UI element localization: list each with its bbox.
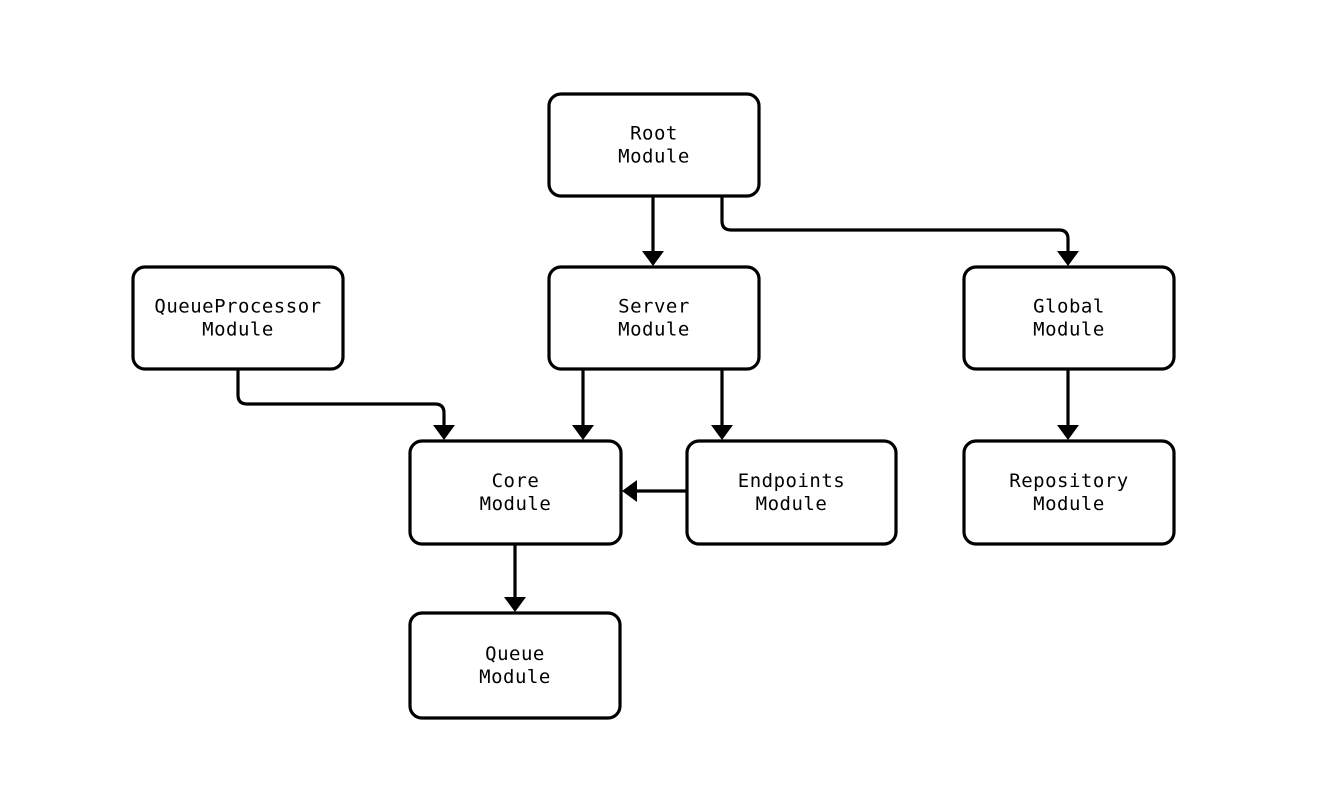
queueprocessor-module-node-label-line2: Module [202,319,274,341]
edges-layer [236,196,1079,612]
repository-module-node-label-line2: Module [1033,493,1105,515]
root-module-node-label-line1: Root [630,123,678,145]
edge-root-to-global-arrowhead [1057,251,1079,266]
edge-root-to-server-arrowhead [642,251,664,266]
edge-global-to-repository [1057,369,1079,440]
edge-core-to-queue [504,544,526,612]
edge-endpoints-to-core [622,480,687,502]
root-module-node-label-line2: Module [618,146,690,168]
edge-queueprocessor-to-core [236,369,455,440]
server-module-node-box[interactable] [547,265,761,371]
global-module-node-box[interactable] [962,265,1176,371]
queueprocessor-module-node-box[interactable] [131,265,345,371]
nodes-layer: RootModuleQueueProcessorModuleServerModu… [131,92,1176,720]
queue-module-node-box[interactable] [408,611,622,720]
edge-root-to-server [642,196,664,266]
root-module-node-box[interactable] [547,92,761,198]
core-module-node-label-line2: Module [480,493,552,515]
queue-module-node-label-line2: Module [479,666,551,688]
server-module-node-label-line1: Server [618,296,690,318]
global-module-node-label-line2: Module [1033,319,1105,341]
endpoints-module-node-box[interactable] [685,439,898,546]
edge-server-to-core [572,369,594,440]
server-module-node-label-line2: Module [618,319,690,341]
edge-server-to-endpoints [711,369,733,440]
global-module-node-label-line1: Global [1033,296,1105,318]
edge-queueprocessor-to-core-arrowhead [433,425,455,440]
edge-root-to-global [720,196,1079,266]
queueprocessor-module-node-label-line1: QueueProcessor [154,296,321,318]
edge-root-to-global-line [720,196,1070,258]
core-module-node-box[interactable] [408,439,623,546]
repository-module-node-label-line1: Repository [1009,470,1128,492]
edge-server-to-core-arrowhead [572,425,594,440]
endpoints-module-node-label-line1: Endpoints [738,470,845,492]
queue-module-node-label-line1: Queue [485,643,545,665]
edge-global-to-repository-arrowhead [1057,425,1079,440]
edge-server-to-endpoints-arrowhead [711,425,733,440]
repository-module-node-box[interactable] [962,439,1176,546]
edge-core-to-queue-arrowhead [504,597,526,612]
edge-queueprocessor-to-core-line [236,369,446,432]
edge-endpoints-to-core-arrowhead [622,480,637,502]
core-module-node-label-line1: Core [492,470,540,492]
endpoints-module-node-label-line2: Module [756,493,828,515]
